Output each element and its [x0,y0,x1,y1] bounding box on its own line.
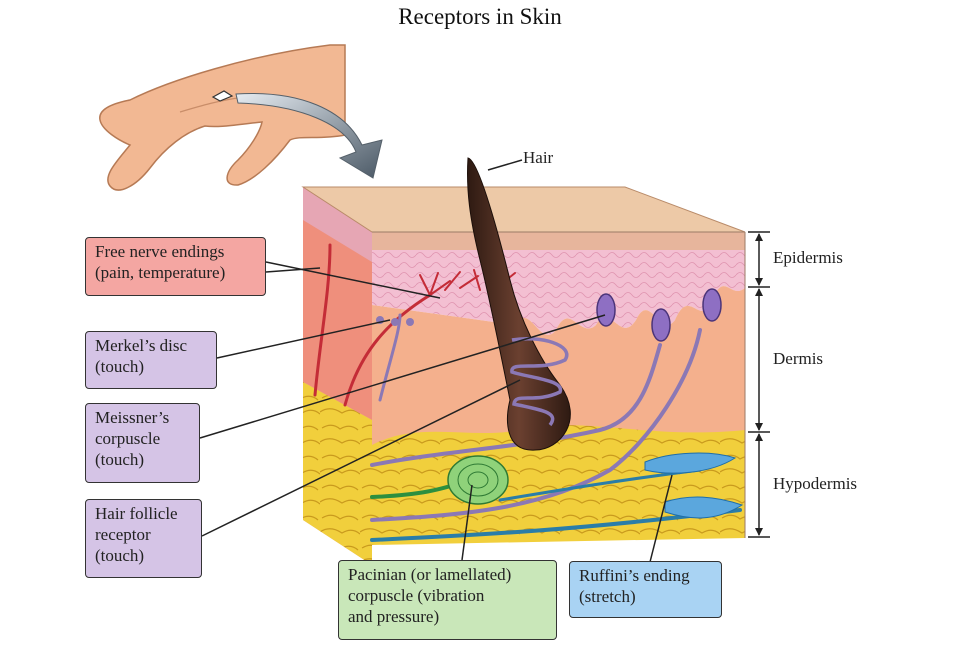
hair-illustration [467,157,571,451]
hypodermis-label: Hypodermis [773,474,858,493]
meissners-corpuscle-label: Meissner’s corpuscle (touch) [85,403,200,483]
hand-illustration [99,44,346,191]
leader-lines [199,159,673,563]
dermis-label: Dermis [773,349,824,368]
epidermis-label: Epidermis [773,248,843,267]
merkels-disc-label: Merkel’s disc (touch) [85,331,217,389]
free-nerve-endings-label: Free nerve endings (pain, temperature) [85,237,266,296]
pacinian-corpuscle-icon [447,455,509,505]
pacinian-corpuscle-label: Pacinian (or lamellated) corpuscle (vibr… [338,560,557,640]
ruffinis-ending-label: Ruffini’s ending (stretch) [569,561,722,618]
ruffini-ending-icon [644,452,744,519]
arrow-icon [235,92,383,179]
meissner-corpuscle-icon [596,288,722,342]
skin-block [301,186,746,565]
diagram-title: Receptors in Skin [398,4,562,29]
layer-brackets [748,231,770,538]
hair-follicle-receptor-label: Hair follicle receptor (touch) [85,499,202,578]
hair-label: Hair [523,148,554,167]
